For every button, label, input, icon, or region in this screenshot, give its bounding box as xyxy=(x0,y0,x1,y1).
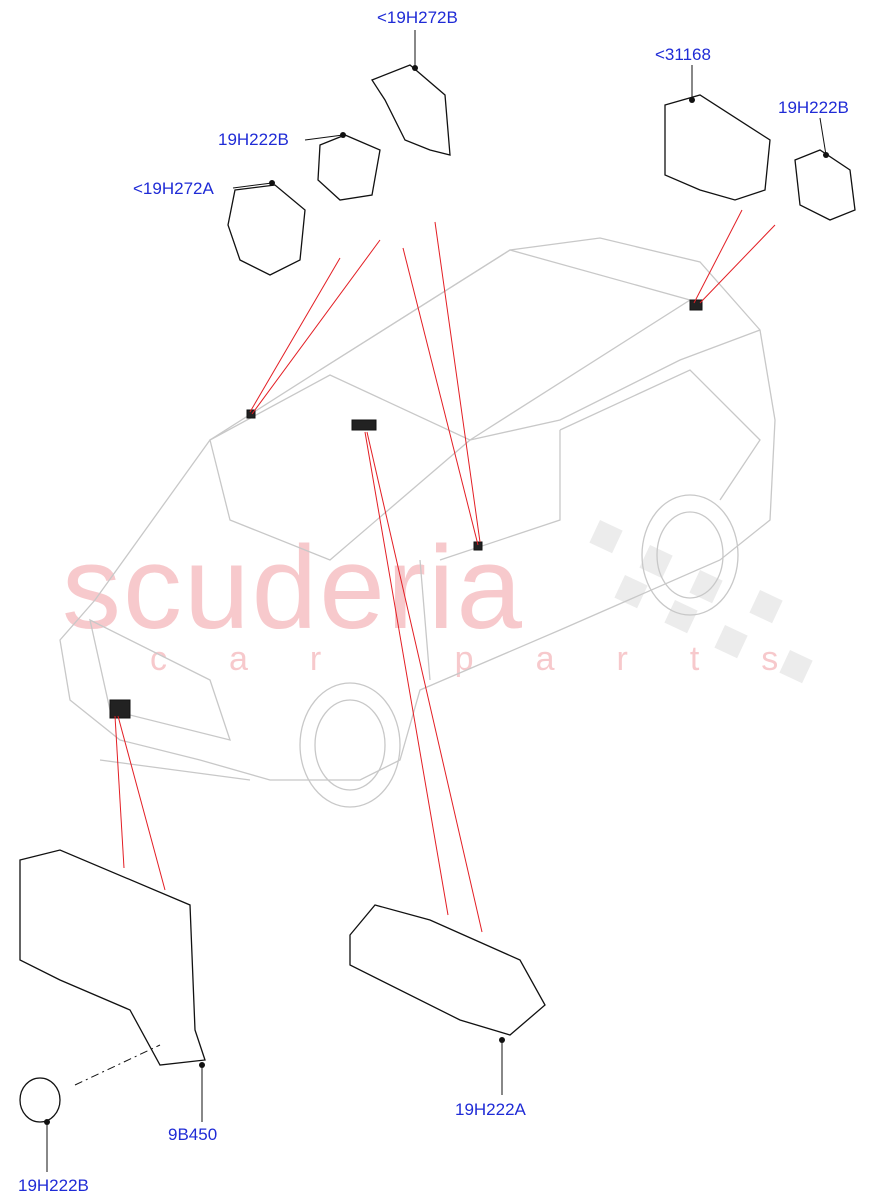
label-19h222b-upper: 19H222B xyxy=(218,130,289,149)
camera-19h222a xyxy=(349,904,546,1036)
watermark-brand: scuderia xyxy=(62,522,525,654)
label-19h222b-lower: 19H222B xyxy=(18,1176,89,1195)
sensor-19h222b-lower xyxy=(19,1077,61,1123)
front-bumper-sensor-location xyxy=(109,699,131,719)
bracket-9b450 xyxy=(19,849,206,1066)
mirror-sensor-right-location xyxy=(473,541,483,551)
label-31168: <31168 xyxy=(655,45,711,64)
windscreen-sensor-location xyxy=(351,419,377,431)
bracket-31168 xyxy=(664,94,771,201)
label-19h222b-right: 19H222B xyxy=(778,98,849,117)
label-19h272b: <19H272B xyxy=(377,8,458,27)
bracket-19h272a xyxy=(227,184,306,276)
label-19h272a: <19H272A xyxy=(133,179,214,198)
label-19h222a: 19H222A xyxy=(455,1100,526,1119)
sensor-19h222b-right xyxy=(794,149,856,221)
label-9b450: 9B450 xyxy=(168,1125,218,1144)
